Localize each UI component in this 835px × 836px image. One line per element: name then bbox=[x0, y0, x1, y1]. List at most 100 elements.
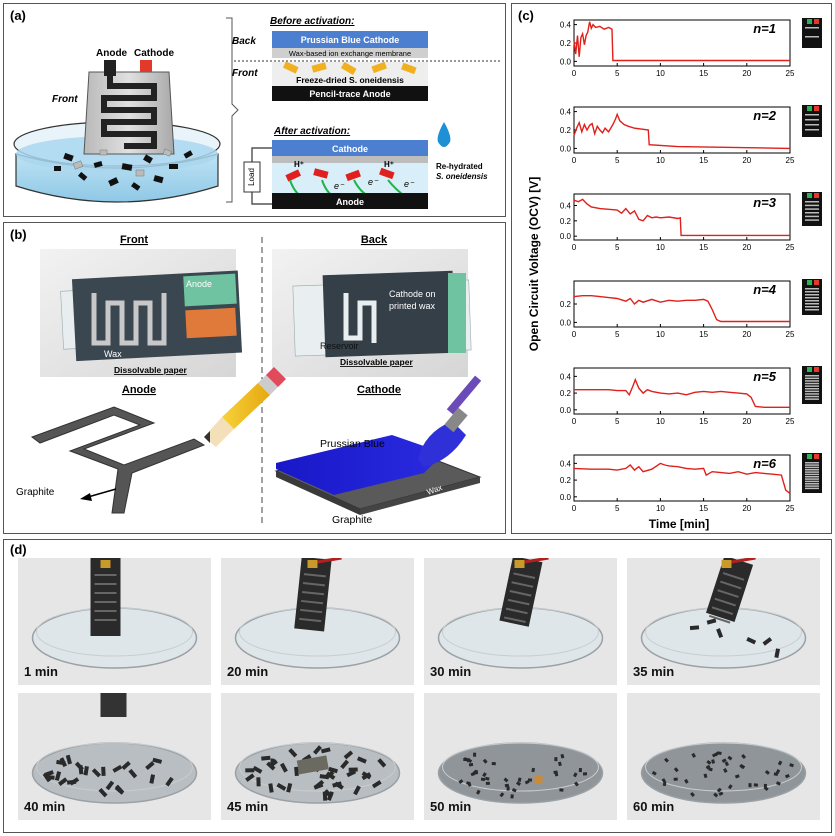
xtick-label: 20 bbox=[742, 330, 751, 339]
strip-fragment bbox=[245, 768, 255, 773]
strip-fragment bbox=[690, 792, 695, 797]
strip-fragment bbox=[463, 757, 469, 762]
electron-1: e⁻ bbox=[334, 181, 345, 191]
subplot-label-3: n=3 bbox=[753, 195, 777, 210]
strip-serpentine-icon bbox=[805, 480, 819, 483]
strip-serpentine bbox=[720, 580, 742, 590]
panel-b-figure: Front Back Anode Wax Dissolvable paper C… bbox=[16, 234, 482, 526]
strip-fragment bbox=[105, 780, 115, 791]
strip-serpentine-icon bbox=[805, 385, 819, 387]
freeze-dried-text: Freeze-dried S. oneidensis bbox=[296, 75, 404, 85]
strip-fragment bbox=[476, 789, 481, 795]
strip-cathode-icon bbox=[814, 280, 819, 285]
ocv-series-line-3 bbox=[573, 198, 790, 237]
strip-fragment bbox=[458, 779, 464, 784]
dissolution-photo: 20 min bbox=[221, 558, 414, 685]
strip-fragment bbox=[673, 767, 679, 773]
strip-cathode-icon bbox=[814, 193, 819, 198]
strip-serpentine-icon bbox=[805, 36, 819, 38]
strip-fragment bbox=[371, 780, 382, 789]
strip-fragment bbox=[356, 756, 367, 764]
ocv-series-line-6 bbox=[573, 462, 791, 495]
water-drop-icon bbox=[437, 122, 451, 147]
prussian-text: Prussian Blue bbox=[320, 438, 385, 450]
strip-fragment bbox=[313, 745, 322, 755]
ytick-label: 0.4 bbox=[560, 21, 572, 30]
xtick-label: 5 bbox=[615, 504, 620, 513]
strip-serpentine-icon bbox=[805, 309, 819, 311]
strip-serpentine-icon bbox=[805, 114, 819, 116]
strip-serpentine-icon bbox=[805, 395, 819, 398]
strip-fragment bbox=[706, 618, 717, 625]
ytick-label: 0.0 bbox=[560, 318, 572, 327]
photo-scene bbox=[221, 693, 414, 820]
strip-fragment bbox=[516, 781, 521, 786]
paper-fragments bbox=[72, 148, 172, 177]
probe-wire bbox=[524, 558, 549, 564]
ocv-chart: Open Circuit Voltage (OCV) [V] Time [min… bbox=[527, 18, 822, 531]
time-label: 50 min bbox=[430, 799, 472, 814]
strip-fragment bbox=[578, 768, 583, 773]
front-anode-text: Anode bbox=[186, 279, 212, 289]
strip-fragment bbox=[266, 761, 276, 771]
ytick-label: 0.0 bbox=[560, 493, 572, 502]
strip-fragment bbox=[503, 777, 509, 783]
xtick-label: 5 bbox=[615, 330, 620, 339]
xtick-label: 25 bbox=[786, 69, 795, 78]
strip-fragment bbox=[65, 754, 72, 765]
probe-wire bbox=[317, 558, 342, 564]
prussian-layer bbox=[276, 435, 444, 495]
back-cathode-text-2: printed wax bbox=[389, 301, 436, 311]
strip-fragment bbox=[774, 648, 781, 658]
strip-fragment bbox=[706, 760, 712, 765]
label-anode: Anode bbox=[96, 48, 128, 59]
strip-cathode-icon bbox=[814, 106, 819, 111]
strip-fragment bbox=[574, 781, 579, 787]
strip-serpentine bbox=[722, 572, 745, 581]
strip-fragment bbox=[340, 759, 350, 770]
strip-fragment bbox=[504, 783, 510, 788]
strip-fragment bbox=[727, 755, 733, 761]
dissolution-photo: 35 min bbox=[627, 558, 820, 685]
strip-fragment bbox=[789, 763, 794, 768]
after-cathode-layer bbox=[272, 140, 428, 156]
strip-fragment bbox=[465, 757, 471, 763]
xtick-label: 15 bbox=[699, 417, 708, 426]
dissolution-photo: 45 min bbox=[221, 693, 414, 820]
photo-scene bbox=[627, 693, 820, 820]
time-label: 35 min bbox=[633, 664, 675, 679]
strip-serpentine bbox=[509, 590, 532, 597]
before-title: Before activation: bbox=[270, 16, 354, 27]
strip-tab-icon bbox=[807, 454, 812, 459]
strip-serpentine-icon bbox=[805, 124, 819, 126]
xtick-label: 10 bbox=[656, 417, 665, 426]
strip-serpentine-icon bbox=[805, 375, 819, 377]
strip-fragment bbox=[313, 782, 324, 790]
strip-fragment bbox=[746, 636, 757, 645]
strip-fragment bbox=[325, 771, 336, 780]
xtick-label: 5 bbox=[615, 156, 620, 165]
strip-fragment bbox=[165, 776, 174, 787]
hplus-1: H⁺ bbox=[294, 160, 304, 169]
strip-tab-icon bbox=[807, 193, 812, 198]
strip-fragment bbox=[721, 758, 727, 763]
subplot-label-2: n=2 bbox=[753, 108, 777, 123]
pencil-anode-layer bbox=[272, 86, 428, 101]
strip-fragment bbox=[115, 784, 124, 794]
panel-d-label: (d) bbox=[10, 542, 27, 557]
ocv-series-line-5 bbox=[574, 377, 790, 408]
ocv-xlabel: Time [min] bbox=[649, 517, 709, 531]
panel-b: (b) Front Back Anode Wax Dissolvable pap… bbox=[3, 222, 506, 534]
cathode-terminal bbox=[140, 60, 152, 72]
strip-serpentine bbox=[301, 599, 324, 605]
strip-cathode-icon bbox=[814, 367, 819, 372]
ocv-ylabel: Open Circuit Voltage (OCV) [V] bbox=[527, 177, 541, 351]
serpentine-electrode bbox=[101, 76, 157, 149]
strip-serpentine-icon bbox=[805, 219, 819, 221]
strip-fragment bbox=[66, 779, 77, 785]
brush-icon bbox=[418, 375, 482, 467]
time-label: 1 min bbox=[24, 664, 58, 679]
photo-scene bbox=[627, 558, 820, 685]
label-cathode: Cathode bbox=[134, 48, 174, 59]
strip-fragment bbox=[734, 774, 740, 779]
